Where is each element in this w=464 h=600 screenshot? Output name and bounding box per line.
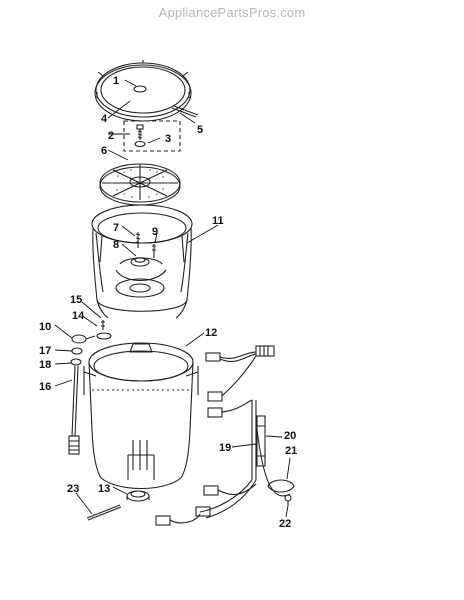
leader-lines bbox=[54, 79, 291, 518]
lid-ring-part bbox=[94, 60, 192, 122]
pressure-tube-part bbox=[68, 365, 80, 455]
callout-18: 18 bbox=[39, 359, 51, 371]
center-cap-part bbox=[133, 85, 147, 93]
callout-17: 17 bbox=[39, 345, 51, 357]
callout-20: 20 bbox=[284, 430, 296, 442]
callout-8: 8 bbox=[113, 239, 119, 251]
callout-23: 23 bbox=[67, 483, 79, 495]
callout-14: 14 bbox=[72, 310, 85, 322]
wire-harness-part bbox=[155, 345, 291, 526]
callout-11: 11 bbox=[212, 215, 224, 227]
callout-6: 6 bbox=[101, 145, 107, 157]
sensor-tube-part bbox=[256, 415, 266, 467]
callout-7: 7 bbox=[113, 222, 119, 234]
callout-3: 3 bbox=[165, 133, 171, 145]
screw-part bbox=[284, 494, 292, 506]
callout-12: 12 bbox=[205, 327, 217, 339]
impeller-part bbox=[99, 163, 181, 206]
wash-basket-part bbox=[91, 204, 193, 319]
pin-part bbox=[152, 244, 156, 258]
wire-strip-part bbox=[171, 105, 199, 118]
callout-15: 15 bbox=[70, 294, 82, 306]
hose-fittings-part bbox=[70, 320, 112, 366]
hub-nut-part bbox=[130, 257, 150, 267]
clamp-part bbox=[267, 479, 295, 493]
basket-bolt-part bbox=[135, 232, 141, 248]
callout-4: 4 bbox=[101, 113, 108, 125]
callout-19: 19 bbox=[219, 442, 231, 454]
callout-10: 10 bbox=[39, 321, 51, 333]
callout-16: 16 bbox=[39, 381, 51, 393]
callout-13: 13 bbox=[98, 483, 110, 495]
seal-part bbox=[126, 490, 150, 502]
watermark: AppliancePartsPros.com bbox=[158, 5, 306, 20]
callout-9: 9 bbox=[152, 226, 158, 238]
kit-dashed-box bbox=[123, 120, 181, 152]
outer-tub-part bbox=[83, 342, 199, 490]
callout-21: 21 bbox=[285, 445, 297, 457]
callout-22: 22 bbox=[279, 518, 291, 530]
rod-part bbox=[86, 504, 122, 521]
callout-5: 5 bbox=[197, 124, 203, 136]
bolt-part bbox=[136, 124, 144, 140]
callout-1: 1 bbox=[113, 75, 119, 87]
callout-2: 2 bbox=[108, 130, 114, 142]
washer-part bbox=[134, 140, 146, 148]
